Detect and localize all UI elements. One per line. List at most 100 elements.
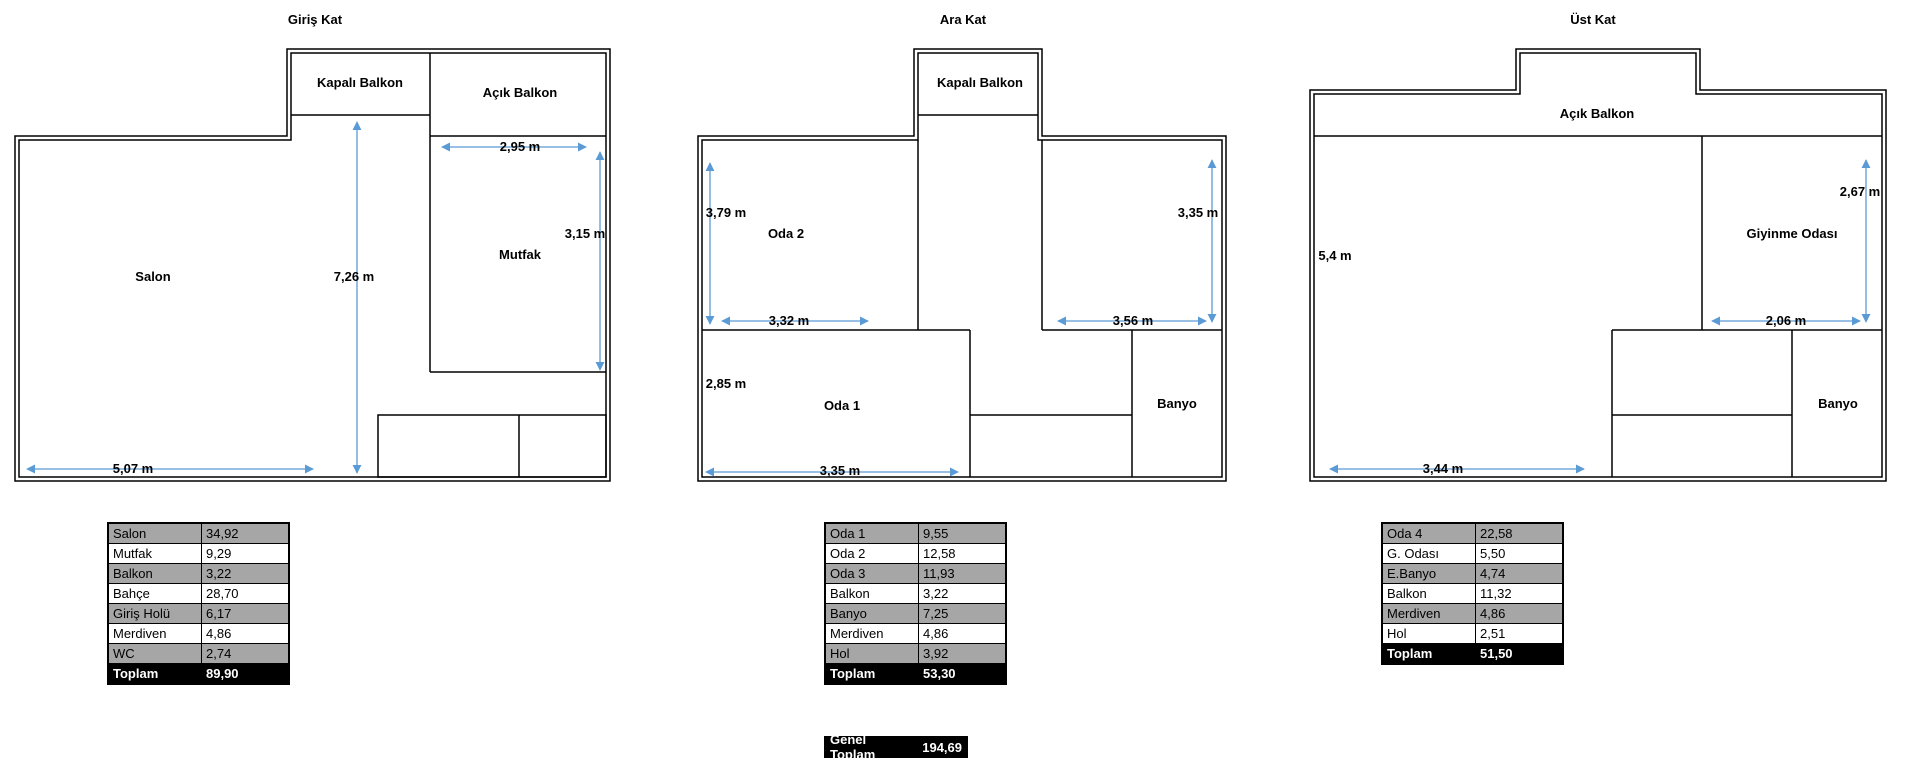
room-name: Salon [107, 522, 202, 544]
room-name: Mutfak [107, 543, 202, 564]
dimension-label: 2,67 m [1840, 184, 1880, 199]
grand-total-label: Genel Toplam [830, 732, 876, 762]
room-area: 9,55 [918, 522, 1007, 544]
room-name: Merdiven [824, 623, 919, 644]
total-value: 89,90 [201, 663, 290, 685]
room-area: 5,50 [1475, 543, 1564, 564]
dimension-lines [26, 121, 605, 474]
room-name: Merdiven [1381, 603, 1476, 624]
room-area: 4,86 [201, 623, 290, 644]
total-label: Toplam [107, 663, 202, 685]
room-area: 4,86 [1475, 603, 1564, 624]
room-name: G. Odası [1381, 543, 1476, 564]
room-area: 12,58 [918, 543, 1007, 564]
room-area: 9,29 [201, 543, 290, 564]
dimension-label: 3,32 m [769, 313, 809, 328]
dimension-label: 5,07 m [113, 461, 153, 476]
dimension-lines [1329, 159, 1871, 474]
dimension-lines [705, 159, 1217, 477]
room-area: 3,22 [918, 583, 1007, 604]
room-label-salon: Salon [135, 269, 170, 284]
dimension-label: 2,06 m [1766, 313, 1806, 328]
grand-total-value: 194,69 [922, 739, 962, 755]
room-name: E.Banyo [1381, 563, 1476, 584]
dimension-label: 5,4 m [1318, 248, 1351, 263]
room-name: Oda 3 [824, 563, 919, 584]
room-area: 22,58 [1475, 522, 1564, 544]
inner-walls [702, 114, 1222, 477]
room-area: 4,74 [1475, 563, 1564, 584]
room-name: Oda 2 [824, 543, 919, 564]
room-area: 11,93 [918, 563, 1007, 584]
room-name: Oda 1 [824, 522, 919, 544]
room-name: Balkon [107, 563, 202, 584]
dimension-label: 2,95 m [500, 139, 540, 154]
floor-plan-ara-kat: Ara Kat Kapalı Balkon Oda 2 Oda 1 Banyo … [697, 12, 1227, 482]
total-label: Toplam [1381, 643, 1476, 665]
floor-plan-giris-kat: Giriş Kat Kapalı Balkon Açık Balkon Salo… [14, 12, 611, 482]
room-area: 3,92 [918, 643, 1007, 664]
outer-wall [14, 48, 611, 482]
room-area: 6,17 [201, 603, 290, 624]
room-name: Oda 4 [1381, 522, 1476, 544]
room-label-banyo: Banyo [1818, 396, 1858, 411]
dimension-label: 3,79 m [706, 205, 746, 220]
room-area: 11,32 [1475, 583, 1564, 604]
room-label-acik-balkon: Açık Balkon [483, 85, 557, 100]
room-label-kapali-balkon: Kapalı Balkon [317, 75, 403, 90]
room-label-mutfak: Mutfak [499, 247, 542, 262]
room-area: 34,92 [201, 522, 290, 544]
room-name: Giriş Holü [107, 603, 202, 624]
dimension-label: 2,85 m [706, 376, 746, 391]
room-name: Hol [1381, 623, 1476, 644]
room-label-oda-1: Oda 1 [824, 398, 860, 413]
dimension-label: 3,35 m [820, 463, 860, 478]
room-label-acik-balkon: Açık Balkon [1560, 106, 1634, 121]
total-label: Toplam [824, 663, 919, 685]
room-area: 3,22 [201, 563, 290, 584]
floor-plan-ust-kat: Üst Kat Açık Balkon Giyinme Odası Banyo … [1309, 12, 1887, 482]
grand-total: Genel Toplam 194,69 [824, 732, 968, 762]
outer-wall [697, 48, 1227, 482]
room-name: Hol [824, 643, 919, 664]
room-name: WC [107, 643, 202, 664]
total-value: 51,50 [1475, 643, 1564, 665]
room-label-giyinme-odasi: Giyinme Odası [1746, 226, 1837, 241]
floor-title: Giriş Kat [288, 12, 343, 27]
room-name: Merdiven [107, 623, 202, 644]
room-area: 28,70 [201, 583, 290, 604]
room-label-oda-2: Oda 2 [768, 226, 804, 241]
room-name: Balkon [824, 583, 919, 604]
room-label-banyo: Banyo [1157, 396, 1197, 411]
dimension-label: 7,26 m [334, 269, 374, 284]
inner-walls [1314, 135, 1882, 477]
floor-title: Üst Kat [1570, 12, 1616, 27]
room-area: 4,86 [918, 623, 1007, 644]
dimension-label: 3,15 m [565, 226, 605, 241]
inner-walls [291, 53, 607, 478]
floor-title: Ara Kat [940, 12, 987, 27]
total-value: 53,30 [918, 663, 1007, 685]
room-area: 7,25 [918, 603, 1007, 624]
room-name: Bahçe [107, 583, 202, 604]
